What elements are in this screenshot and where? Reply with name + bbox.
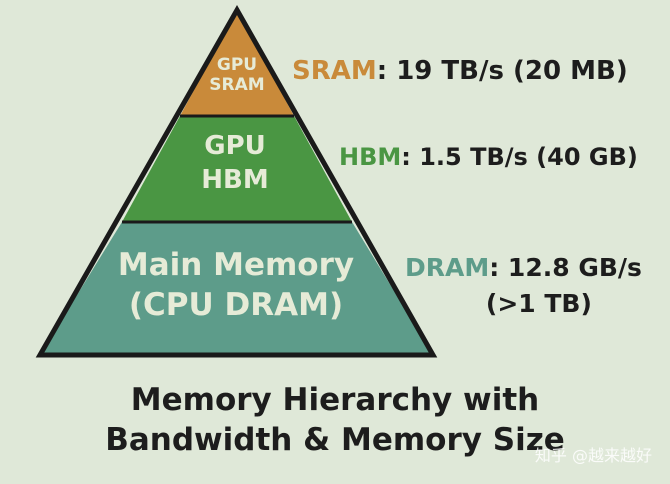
- diagram-caption: Memory Hierarchy with Bandwidth & Memory…: [0, 380, 670, 461]
- spec-dram-extra: (>1 TB): [485, 289, 592, 319]
- tier-label-sram-line2: SRAM: [209, 74, 265, 95]
- tier-label-dram: Main Memory (CPU DRAM): [86, 245, 386, 326]
- spec-sram: SRAM: 19 TB/s (20 MB): [292, 56, 628, 86]
- pyramid-tier-hbm: [122, 116, 352, 222]
- spec-dram-value: : 12.8 GB/s: [489, 253, 642, 282]
- tier-label-sram-line1: GPU: [216, 55, 258, 75]
- tier-label-sram: GPU SRAM: [197, 55, 277, 95]
- spec-hbm-value: : 1.5 TB/s (40 GB): [401, 143, 638, 171]
- tier-label-hbm-line2: HBM: [201, 164, 269, 195]
- caption-line1: Memory Hierarchy with: [130, 382, 540, 418]
- tier-label-hbm: GPU HBM: [160, 130, 310, 198]
- spec-dram-name: DRAM: [405, 253, 490, 282]
- spec-sram-value: : 19 TB/s (20 MB): [376, 56, 628, 86]
- tier-label-dram-line1: Main Memory: [117, 247, 355, 283]
- watermark: 知乎 @越来越好: [534, 446, 652, 465]
- spec-dram: DRAM: 12.8 GB/s (>1 TB): [405, 250, 642, 323]
- tier-label-hbm-line1: GPU: [204, 131, 266, 161]
- spec-hbm: HBM: 1.5 TB/s (40 GB): [339, 143, 638, 171]
- spec-hbm-name: HBM: [339, 143, 402, 171]
- pyramid-tier-sram: [180, 10, 294, 116]
- spec-sram-name: SRAM: [292, 56, 377, 86]
- pyramid-tier-dram: [40, 222, 433, 355]
- caption-line2: Bandwidth & Memory Size: [105, 422, 565, 459]
- tier-label-dram-line2: (CPU DRAM): [128, 287, 344, 324]
- pyramid-outline: [35, 4, 438, 358]
